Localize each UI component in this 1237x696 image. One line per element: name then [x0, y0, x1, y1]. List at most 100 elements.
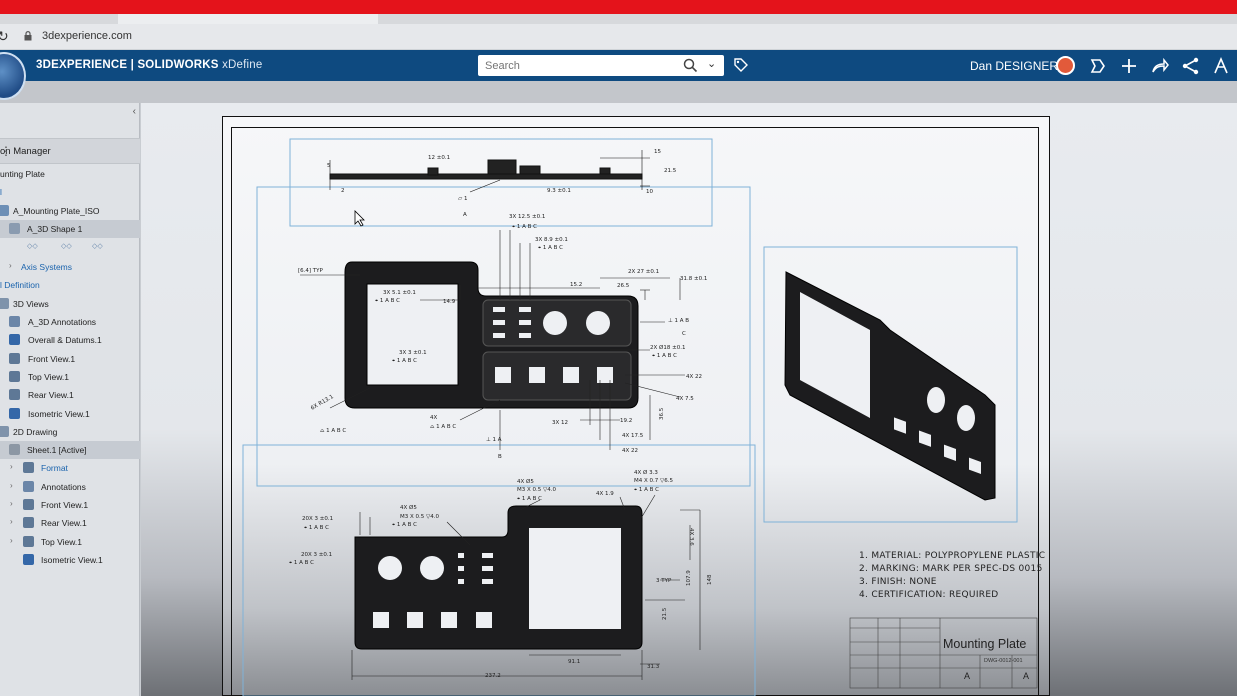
- tree-item-planes: ◇◇ ◇◇ ◇◇: [0, 238, 140, 258]
- tree-item[interactable]: 2D Drawing: [0, 423, 140, 441]
- zx-plane-icon[interactable]: ◇◇: [92, 243, 103, 251]
- tree-item[interactable]: ›Top View.1: [0, 533, 140, 551]
- tree-item[interactable]: Isometric View.1: [0, 551, 140, 569]
- compass-tools-icon[interactable]: [1211, 56, 1231, 76]
- more-options-icon[interactable]: ⋮: [0, 144, 12, 158]
- chevron-down-icon[interactable]: ⌄: [707, 58, 717, 70]
- drawing-notes: 1. MATERIAL: POLYPROPYLENE PLASTIC 2. MA…: [859, 550, 1045, 602]
- dim-label: ⌓ 1 A B C: [320, 428, 346, 434]
- tree-item[interactable]: l Definition: [0, 276, 140, 294]
- search-icon[interactable]: [683, 58, 698, 73]
- expand-arrow-icon[interactable]: ›: [9, 261, 12, 271]
- tree-item-label: Isometric View.1: [41, 554, 103, 565]
- tree-item[interactable]: ›Format: [0, 459, 140, 477]
- rear-view-frame[interactable]: [242, 444, 756, 696]
- tree-item[interactable]: A_3D Annotations: [0, 313, 140, 331]
- dim-label: ⊥ 1 A: [486, 437, 502, 443]
- brand-title: 3DEXPERIENCE | SOLIDWORKS: [36, 59, 219, 71]
- view-icon: [9, 370, 20, 382]
- tree-item-label: Rear View.1: [41, 518, 87, 529]
- tree-item-label: 3D Views: [13, 298, 49, 309]
- dim-label: ⌖ 1 A B C: [289, 560, 314, 566]
- dim-label: 14.9: [443, 299, 456, 305]
- user-name[interactable]: Dan DESIGNER: [970, 59, 1059, 73]
- search-input[interactable]: [478, 55, 668, 76]
- dim-label: 4X 17.5: [622, 433, 644, 439]
- tree-item[interactable]: › Rear View.1: [0, 514, 140, 532]
- dim-label: B: [498, 454, 502, 460]
- share-bubble-icon[interactable]: [1088, 56, 1108, 76]
- dim-label: 19.2: [620, 418, 632, 424]
- dim-label: 9.3 ±0.1: [547, 188, 571, 194]
- dim-label: 4X 7.5: [676, 396, 694, 402]
- tree-item[interactable]: Sheet.1 [Active]: [0, 441, 140, 460]
- dim-label: 20X 3 ±0.1: [301, 552, 332, 558]
- browser-tab-strip: [0, 14, 1237, 24]
- view-icon: [23, 517, 34, 529]
- expand-arrow-icon[interactable]: ›: [10, 535, 13, 545]
- dim-label: M3 X 0.5 ▽4.0: [400, 514, 439, 520]
- share-arrow-icon[interactable]: [1150, 56, 1170, 76]
- dim-label: 6X R13.1: [310, 394, 335, 412]
- tree-item[interactable]: ›Axis Systems: [0, 258, 140, 276]
- drawing-icon: [0, 425, 9, 437]
- feature-tree-panel: ‹ on Manager ⋮ unting Plate l A_Mounting…: [0, 103, 140, 696]
- dim-label: 4X: [430, 415, 437, 421]
- avatar[interactable]: [1056, 56, 1075, 75]
- tree-item[interactable]: ›Front View.1: [0, 496, 140, 514]
- tree-item[interactable]: Isometric View.1: [0, 405, 140, 423]
- tag-icon[interactable]: [733, 57, 749, 73]
- format-icon: [23, 462, 34, 474]
- tree-item-label: Overall & Datums.1: [28, 335, 102, 346]
- front-view-frame[interactable]: [256, 186, 751, 487]
- reload-icon[interactable]: ↻: [0, 28, 9, 44]
- shape-icon: [9, 222, 20, 234]
- tree-item[interactable]: 3D Views: [0, 295, 140, 313]
- tree-item[interactable]: unting Plate: [0, 165, 140, 183]
- brand-app: xDefine: [222, 59, 263, 71]
- browser-tab[interactable]: [118, 14, 378, 24]
- panel-title: on Manager: [0, 146, 51, 157]
- dim-label: 3 TYP: [656, 578, 672, 584]
- tree-item[interactable]: Top View.1: [0, 368, 140, 386]
- dim-label: 36.5: [659, 407, 665, 420]
- part-icon: [0, 204, 9, 216]
- tree-item[interactable]: A_Mounting Plate_ISO: [0, 202, 140, 220]
- expand-arrow-icon[interactable]: ›: [10, 499, 13, 509]
- tree-item[interactable]: Front View.1: [0, 350, 140, 368]
- expand-arrow-icon[interactable]: ›: [10, 462, 13, 472]
- tree-item[interactable]: A_3D Shape 1: [0, 219, 140, 239]
- tree-item-label: l: [0, 187, 2, 198]
- dim-label: ⌖ 1 A B C: [512, 224, 537, 230]
- dim-label: 4X Ø5: [400, 504, 417, 511]
- tree-item[interactable]: l: [0, 183, 140, 201]
- tree-item[interactable]: Rear View.1: [0, 386, 140, 404]
- title-block-rev: A: [1023, 671, 1030, 681]
- network-icon[interactable]: [1181, 56, 1201, 76]
- plus-icon[interactable]: [1119, 56, 1139, 76]
- dim-label: 91.1: [568, 659, 580, 665]
- tree-item[interactable]: ›Annotations: [0, 478, 140, 496]
- top-view-frame[interactable]: [289, 138, 713, 227]
- address-url[interactable]: 3dexperience.com: [42, 30, 132, 42]
- dim-label: 4X 1.9: [596, 491, 614, 497]
- xy-plane-icon[interactable]: ◇◇: [27, 243, 38, 251]
- collapse-panel-icon[interactable]: ‹: [132, 106, 136, 117]
- yz-plane-icon[interactable]: ◇◇: [61, 243, 72, 251]
- isometric-view-part: [784, 271, 996, 501]
- tree-item-label: Sheet.1 [Active]: [27, 445, 87, 456]
- search-box[interactable]: ⌄: [478, 55, 724, 76]
- isometric-view-frame[interactable]: [763, 246, 1018, 523]
- dim-label: 237.2: [485, 673, 501, 679]
- expand-arrow-icon[interactable]: ›: [10, 517, 13, 527]
- dim-label: 12 ±0.1: [428, 155, 450, 161]
- expand-arrow-icon[interactable]: ›: [10, 480, 13, 490]
- tree-item[interactable]: Overall & Datums.1: [0, 331, 140, 349]
- rear-view-part: [354, 505, 643, 650]
- dim-label: 2X 27 ±0.1: [628, 269, 659, 275]
- tree-item-label: Isometric View.1: [28, 408, 90, 419]
- dim-label: 4X Ø5: [517, 478, 534, 485]
- tree-item-label: A_3D Annotations: [28, 317, 97, 328]
- sheet-icon: [9, 444, 20, 456]
- dim-label: 5: [327, 163, 331, 169]
